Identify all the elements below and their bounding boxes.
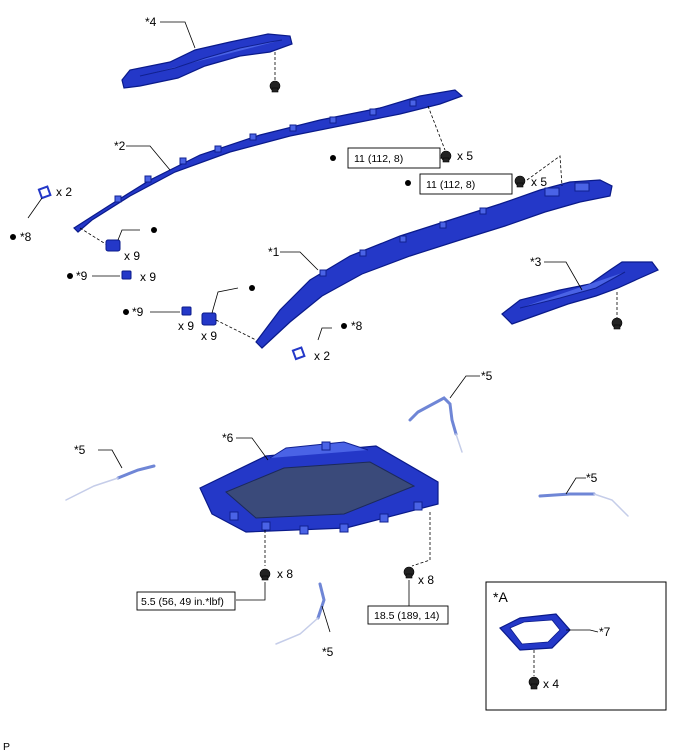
part-6-label: *6: [222, 431, 234, 445]
bolt-icon: [528, 676, 540, 690]
bolt-icon: [514, 175, 526, 188]
part-7-label: *7: [599, 625, 611, 639]
bolt-icon: [611, 317, 623, 330]
bullet-dot: [330, 155, 336, 161]
part-4-label: *4: [145, 15, 157, 29]
torque-box-rail1: [419, 173, 513, 195]
part-2-label: *2: [114, 139, 126, 153]
clip-9-b-icon: [181, 306, 192, 316]
part-7-seal: [499, 613, 571, 651]
bolt-icon: [440, 150, 452, 163]
clip-9-a-qty: x 9: [140, 270, 156, 284]
clip-8-right-icon: [291, 346, 306, 361]
part-1-label: *1: [268, 245, 280, 259]
part-5-right-label: *5: [586, 471, 598, 485]
bolt-icon: [269, 80, 281, 93]
part-4-leader: [160, 21, 196, 49]
bolt-icon: [259, 568, 271, 581]
part-3-bracket: [501, 261, 659, 325]
part-4-bracket: [121, 33, 293, 89]
bolt-icon: [403, 566, 415, 579]
rail-2-bolt-qty: x 5: [457, 149, 473, 163]
part-5-bottom-label: *5: [322, 645, 334, 659]
nut-rail2-qty: x 9: [124, 249, 140, 263]
part-2-leader: [126, 145, 171, 171]
part-5-top-label: *5: [481, 369, 493, 383]
rail-1-bolt-qty: x 5: [531, 175, 547, 189]
torque-box-frame-right: [367, 605, 449, 625]
torque-frame-left: 5.5 (56, 49 in.*lbf): [141, 596, 224, 608]
nut-icon: [201, 312, 217, 326]
part-3-label: *3: [530, 255, 542, 269]
nut-icon: [105, 239, 121, 252]
part-5-hose-top: [408, 396, 463, 453]
nut-rail1-qty: x 9: [201, 329, 217, 343]
rail-2-bolt-dash: [427, 105, 446, 151]
part-5-hose-bottom: [275, 582, 326, 645]
torque-rail2: 11 (112, 8): [354, 153, 403, 165]
clip-9-b-qty: x 9: [178, 319, 194, 333]
part-5-hose-left: [65, 464, 156, 501]
part-9-b-label: *9: [132, 305, 144, 319]
part-8-right-label: *8: [351, 319, 363, 333]
part-8-left-label: *8: [20, 230, 32, 244]
torque-rail1: 11 (112, 8): [426, 179, 475, 191]
clip-8-right-qty: x 2: [314, 349, 330, 363]
clip-9-a-icon: [121, 270, 132, 280]
torque-frame-right: 18.5 (189, 14): [374, 610, 439, 622]
part-5-left-label: *5: [74, 443, 86, 457]
part-3-leader: [544, 261, 583, 291]
part-1-rail: [255, 179, 613, 349]
clip-8-left-icon: [37, 185, 52, 200]
inset-bolts-qty: x 4: [543, 677, 559, 691]
part-6-frame: [199, 441, 439, 535]
part-6-leader: [236, 437, 269, 461]
inset-box: [485, 581, 667, 711]
frame-left-qty: x 8: [277, 567, 293, 581]
part-5-hose-right: [538, 492, 629, 517]
part-9-a-label: *9: [76, 269, 88, 283]
torque-box-frame-left: [136, 591, 236, 611]
part-1-leader: [280, 251, 319, 271]
clip-8-left-qty: x 2: [56, 185, 72, 199]
inset-label: *A: [493, 589, 508, 605]
corner-mark: P: [3, 741, 10, 753]
part-2-rail: [73, 89, 464, 233]
frame-right-qty: x 8: [418, 573, 434, 587]
